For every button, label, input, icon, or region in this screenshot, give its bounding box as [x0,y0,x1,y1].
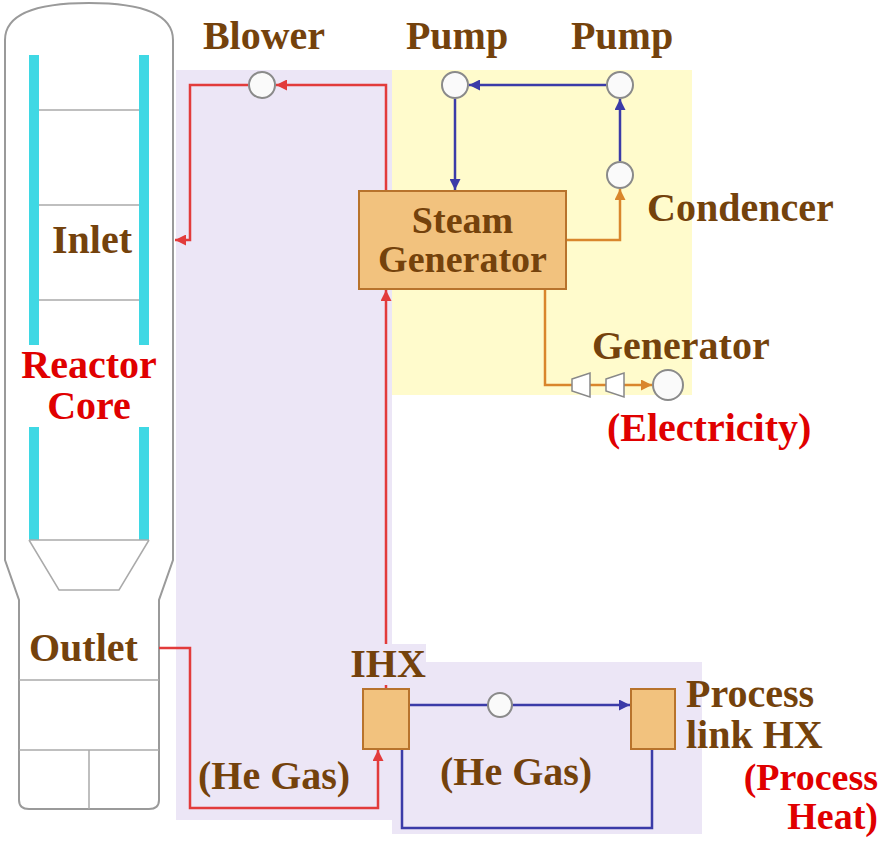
component-name: IHX [350,644,426,685]
component-name: Generator [592,326,770,367]
label-holder: Outlet [29,628,138,669]
heat-exchanger-box: IHX [362,688,410,750]
pipe-connector [567,189,620,240]
core-reflector-strip [29,55,39,540]
text-holder: Process link HX [686,674,861,756]
turbine-symbol [572,373,590,397]
circulator-symbol [488,693,512,717]
secondary-return-pipe [402,750,652,828]
pipe-connector [454,99,457,190]
pipe-connector [175,85,248,240]
component-name: Condencer [647,188,834,229]
pipe-connector [619,99,622,161]
pipe-connector [410,704,630,707]
secondary-loop-region [392,662,702,834]
flow-label: Inlet [52,220,132,261]
text-holder: Generator [592,326,770,367]
heat-exchanger-box: Process link HX [630,688,676,750]
plenum-line [19,680,159,809]
component-name: Steam Generator [366,201,559,279]
text-holder: Reactor Core [3,345,175,427]
reactor-vessel: Reactor Core [3,0,175,812]
pipe-connector [469,84,606,87]
vessel-outline [5,3,173,809]
label-holder: (He Gas) [440,752,592,793]
flow-label: (He Gas) [198,756,350,797]
component-name: (Electricity) [607,408,811,449]
text-holder: (Electricity) [607,408,811,449]
component-name: Pump [571,16,673,57]
component-name: Process link HX [686,674,861,756]
core-support-line [29,540,149,590]
pipe-connector [276,85,386,190]
pump-symbol: Pump [606,71,634,99]
text-holder: IHX [328,644,448,685]
label-holder: (He Gas) [198,756,350,797]
outlet-stub [159,647,175,650]
turbine-symbol [606,373,624,397]
steam-generator-box: Steam Generator [358,190,567,290]
flow-label: (Process Heat) [706,758,878,836]
generator-symbol: Generator(Electricity) [652,369,684,401]
component-name: Blower [203,16,325,57]
text-holder: Condencer [647,188,834,229]
core-division-line [29,110,149,540]
flow-label: Outlet [29,628,138,669]
component-name: Reactor Core [7,345,171,427]
text-holder: Pump [542,16,702,57]
text-holder: Steam Generator [366,201,559,279]
text-holder: Blower [154,16,374,57]
pipe-connector [385,290,388,688]
flow-label: (He Gas) [440,752,592,793]
core-reflector-strip [139,55,149,540]
primary-loop-region [176,70,392,820]
pipe-connector [175,648,378,808]
label-holder: Inlet [52,220,132,261]
condenser-symbol: Condencer [606,161,634,189]
blower-symbol: Blower [248,71,276,99]
label-holder: (Process Heat) [706,758,878,836]
component-name: Pump [406,16,508,57]
pump-symbol: Pump [441,71,469,99]
text-holder: Pump [377,16,537,57]
